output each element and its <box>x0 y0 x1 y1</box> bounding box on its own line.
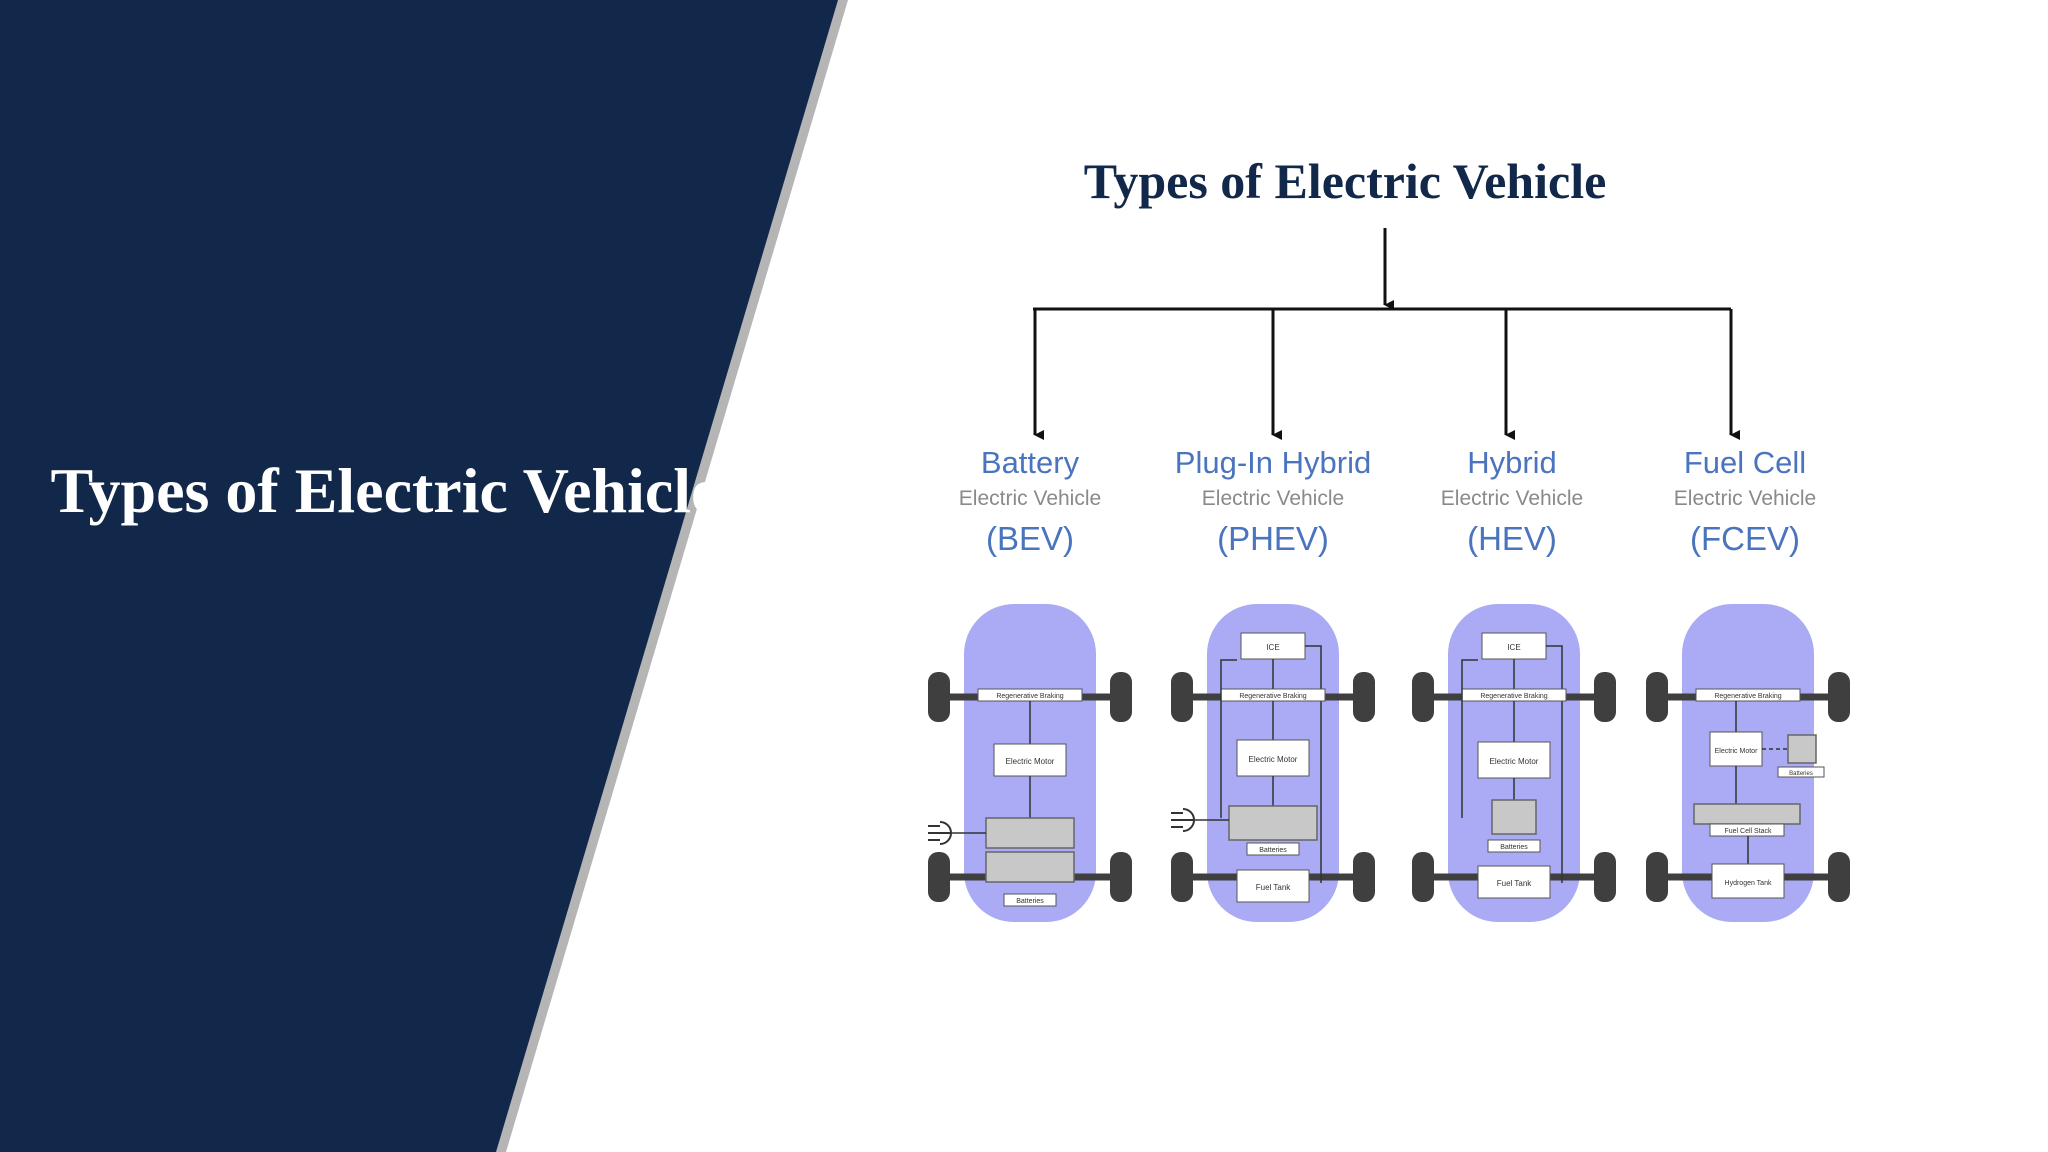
wheel <box>1594 852 1616 902</box>
ev-abbr: (FCEV) <box>1690 520 1800 557</box>
electric-motor-label: Electric Motor <box>1715 748 1758 755</box>
electric-motor-label: Electric Motor <box>1006 757 1055 766</box>
ice-label: ICE <box>1507 643 1520 652</box>
diagram-title: Types of Electric Vehicle <box>1083 153 1607 209</box>
wheel <box>1110 672 1132 722</box>
electric-motor-box <box>1477 741 1551 779</box>
batteries-label: Batteries <box>1789 771 1813 777</box>
wheel <box>1171 672 1193 722</box>
regen-braking-label: Regenerative Braking <box>1714 693 1781 700</box>
fuel-cell-stack <box>1693 803 1801 825</box>
wheel <box>1828 852 1850 902</box>
ev-abbr: (BEV) <box>985 520 1074 557</box>
ev-label-bev: Battery Electric Vehicle (BEV) <box>915 443 1145 563</box>
plug-icon <box>1171 808 1229 832</box>
batteries-box <box>1003 893 1057 907</box>
regen-braking-box <box>1695 688 1801 702</box>
ev-name: Battery <box>980 445 1080 480</box>
battery-pack <box>985 817 1075 849</box>
wheel <box>1646 852 1668 902</box>
ev-subtitle: Electric Vehicle <box>1673 487 1817 510</box>
batteries-box <box>1246 842 1300 856</box>
ev-subtitle: Electric Vehicle <box>1440 487 1584 510</box>
car-fcev: Regenerative Braking Electric Motor Batt… <box>1646 604 1850 922</box>
fuel-cell-stack-label: Fuel Cell Stack <box>1724 828 1772 835</box>
left-title: Types of Electric Vehicle <box>50 455 720 526</box>
electric-motor-label: Electric Motor <box>1249 755 1298 764</box>
ice-box <box>1240 632 1306 660</box>
batteries-label: Batteries <box>1500 844 1528 851</box>
electric-motor-box <box>993 743 1067 777</box>
batteries-label: Batteries <box>1016 898 1044 905</box>
batteries-box <box>1777 766 1825 778</box>
wheel <box>1353 852 1375 902</box>
navy-panel <box>0 0 838 1152</box>
regen-braking-label: Regenerative Braking <box>1239 693 1306 700</box>
wheel <box>928 852 950 902</box>
plug-icon <box>928 821 986 845</box>
wheel <box>1828 672 1850 722</box>
ev-label-hev: Hybrid Electric Vehicle (HEV) <box>1397 443 1627 563</box>
battery-pack <box>1787 734 1817 764</box>
ice-box <box>1481 632 1547 660</box>
battery-pack <box>985 851 1075 883</box>
ev-label-fcev: Fuel Cell Electric Vehicle (FCEV) <box>1630 443 1860 563</box>
ev-label-phev: Plug-In Hybrid Electric Vehicle (PHEV) <box>1158 443 1388 563</box>
ev-name: Fuel Cell <box>1683 445 1807 480</box>
wheel <box>928 672 950 722</box>
car-hev: ICE Regenerative Braking Electric Motor … <box>1412 604 1616 922</box>
ev-abbr: (PHEV) <box>1217 520 1329 557</box>
wire <box>1546 645 1563 883</box>
wheel <box>1594 672 1616 722</box>
fuel-tank-box <box>1477 865 1551 899</box>
hydrogen-tank-box <box>1711 863 1785 899</box>
wheel <box>1353 672 1375 722</box>
batteries-label: Batteries <box>1259 847 1287 854</box>
wire <box>1305 645 1322 883</box>
car-phev: ICE Regenerative Braking Electric Motor … <box>1171 604 1375 922</box>
car-bev: Regenerative Braking Electric Motor Batt… <box>928 604 1132 922</box>
battery-pack <box>1228 805 1318 841</box>
fuel-tank-label: Fuel Tank <box>1256 883 1292 892</box>
electric-motor-box <box>1236 739 1310 777</box>
wheel <box>1110 852 1132 902</box>
fuel-tank-label: Fuel Tank <box>1497 879 1533 888</box>
wire <box>1220 659 1237 818</box>
ice-label: ICE <box>1266 643 1279 652</box>
ev-subtitle: Electric Vehicle <box>958 487 1102 510</box>
regen-braking-label: Regenerative Braking <box>1480 693 1547 700</box>
hydrogen-tank-label: Hydrogen Tank <box>1725 880 1772 887</box>
ev-name: Plug-In Hybrid <box>1174 445 1372 480</box>
wheel <box>1646 672 1668 722</box>
ev-name: Hybrid <box>1467 445 1557 480</box>
wire <box>1461 659 1478 818</box>
fuel-cell-stack-box <box>1709 823 1785 837</box>
wheel <box>1171 852 1193 902</box>
electric-motor-label: Electric Motor <box>1490 757 1539 766</box>
fuel-tank-box <box>1236 869 1310 903</box>
wheel <box>1412 672 1434 722</box>
ev-abbr: (HEV) <box>1467 520 1557 557</box>
regen-braking-label: Regenerative Braking <box>996 693 1063 700</box>
ev-subtitle: Electric Vehicle <box>1201 487 1345 510</box>
batteries-box <box>1487 839 1541 853</box>
battery-pack <box>1491 799 1537 835</box>
wheel <box>1412 852 1434 902</box>
